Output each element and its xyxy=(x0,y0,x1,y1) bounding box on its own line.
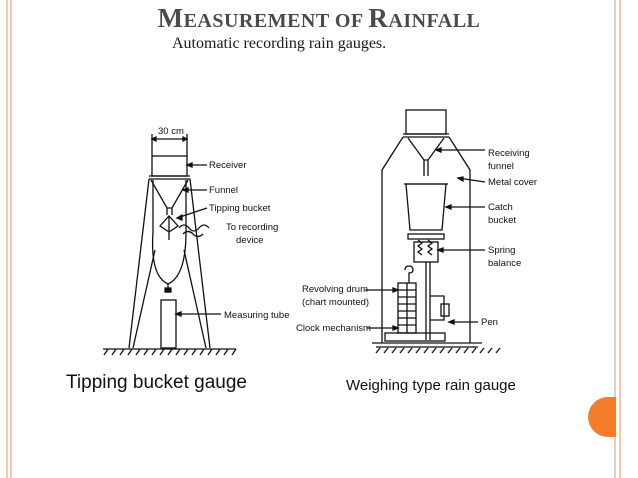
pen-label: Pen xyxy=(481,317,498,328)
receiving-funnel-label-line2: funnel xyxy=(488,161,514,172)
catch-bucket-label-line1: Catch xyxy=(488,202,513,213)
left-border-rule xyxy=(6,0,8,478)
right-border-rule xyxy=(614,0,616,478)
tipping-bucket-caption: Tipping bucket gauge xyxy=(66,372,247,393)
dimension-label: 30 cm xyxy=(158,126,184,137)
measuring-tube-label: Measuring tube xyxy=(224,310,289,321)
metal-cover-label: Metal cover xyxy=(488,177,537,188)
revolving-drum-label-line1: Revolving drum xyxy=(302,284,368,295)
slide-title: MEASUREMENT OF RAINFALL xyxy=(157,3,481,33)
receiver-label: Receiver xyxy=(209,160,247,171)
tipping-bucket-label: Tipping bucket xyxy=(209,203,271,214)
to-recording-label-line1: To recording xyxy=(226,222,278,233)
left-border-rule-inner xyxy=(10,0,12,478)
clock-mechanism-label: Clock mechanism xyxy=(296,323,371,334)
slide-subtitle: Automatic recording rain gauges. xyxy=(172,35,387,52)
spring-balance-label-line1: Spring xyxy=(488,245,515,256)
receiving-funnel-label-line1: Receiving xyxy=(488,148,530,159)
catch-bucket-label-line2: bucket xyxy=(488,215,516,226)
weighing-gauge-caption: Weighing type rain gauge xyxy=(346,377,516,394)
revolving-drum-label-line2: (chart mounted) xyxy=(302,297,369,308)
decorative-orange-tab xyxy=(588,397,616,437)
to-recording-label-line2: device xyxy=(236,235,263,246)
spring-balance-label-line2: balance xyxy=(488,258,521,269)
weighing-gauge-drawing xyxy=(365,109,501,354)
funnel-label: Funnel xyxy=(209,185,238,196)
right-border-rule-inner xyxy=(619,0,621,478)
tipping-bucket-gauge-drawing xyxy=(103,134,237,356)
